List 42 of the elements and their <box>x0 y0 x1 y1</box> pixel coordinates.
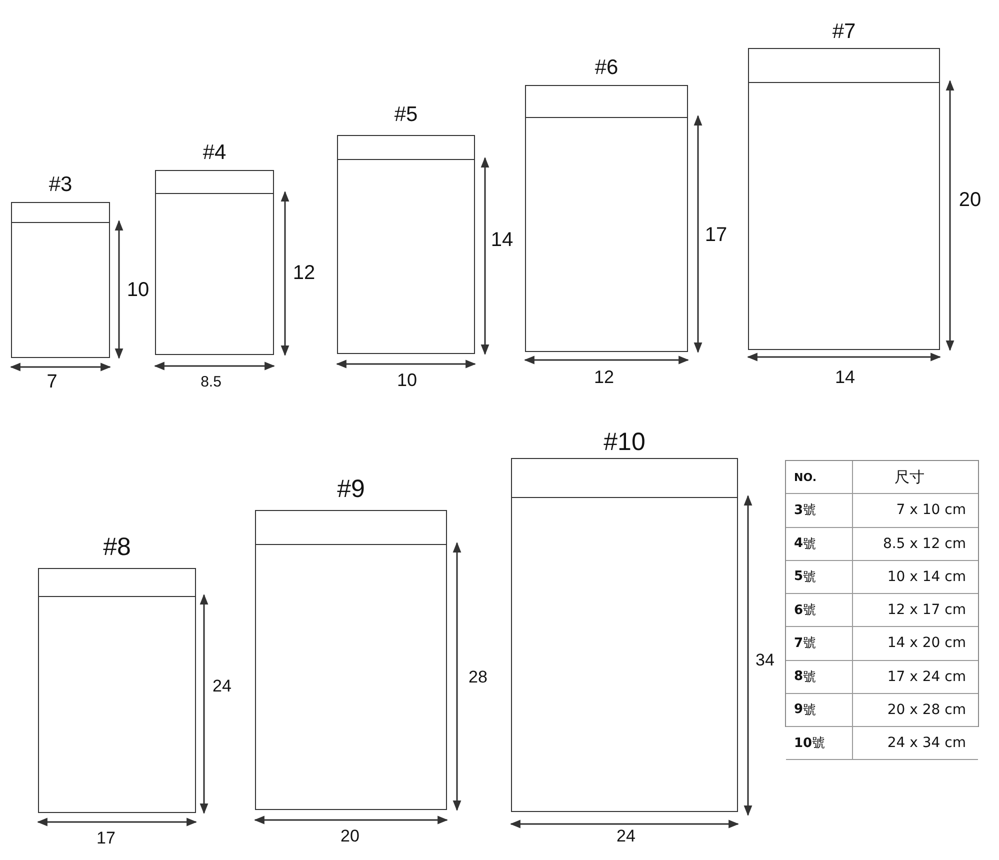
dimension-label: 12 <box>594 368 614 386</box>
size-label: #10 <box>602 430 646 455</box>
dimension-label: 28 <box>468 668 488 686</box>
dimension-label: 10 <box>126 280 150 300</box>
table-cell: 9號 <box>786 694 853 727</box>
size-label: #9 <box>336 477 366 502</box>
size-label: #7 <box>831 21 857 42</box>
dimension-label: 20 <box>958 190 982 210</box>
dimension-label: 8.5 <box>200 374 222 390</box>
table-cell: 12 x 17 cm <box>853 594 978 628</box>
dimension-label: 20 <box>340 828 360 844</box>
size-label: #3 <box>48 174 74 195</box>
table-cell: 4號 <box>786 528 853 561</box>
table-cell: 8.5 x 12 cm <box>853 528 978 561</box>
header-cell: NO. <box>786 461 853 494</box>
size-label: #8 <box>102 535 132 560</box>
dimension-label: 14 <box>490 230 514 250</box>
header-cell: 尺寸 <box>853 461 978 494</box>
table-cell: 14 x 20 cm <box>853 627 978 660</box>
dimension-label: 17 <box>96 830 116 846</box>
table-cell: 17 x 24 cm <box>853 660 978 694</box>
table-cell: 6號 <box>786 594 853 628</box>
table-cell: 24 x 34 cm <box>853 727 978 760</box>
dimension-label: 12 <box>292 263 316 283</box>
dimension-label: 17 <box>704 225 728 245</box>
table-cell: 10 x 14 cm <box>853 560 978 594</box>
table-cell: 3號 <box>786 494 853 528</box>
size-label: #4 <box>202 142 228 163</box>
dimension-label: 24 <box>212 678 232 694</box>
size-label: #6 <box>594 57 620 78</box>
table-cell: 5號 <box>786 560 853 594</box>
dimension-label: 7 <box>46 372 58 392</box>
dimension-label: 14 <box>834 368 856 386</box>
table-cell: 7 x 10 cm <box>853 494 978 528</box>
dimension-label: 10 <box>396 371 418 389</box>
table-cell: 7號 <box>786 627 853 660</box>
table-cell: 20 x 28 cm <box>853 694 978 727</box>
size-label: #5 <box>393 104 419 125</box>
dimension-label: 34 <box>756 652 774 668</box>
table-cell: 8號 <box>786 660 853 694</box>
table-cell: 10號 <box>786 727 853 760</box>
dimension-label: 24 <box>616 828 636 844</box>
